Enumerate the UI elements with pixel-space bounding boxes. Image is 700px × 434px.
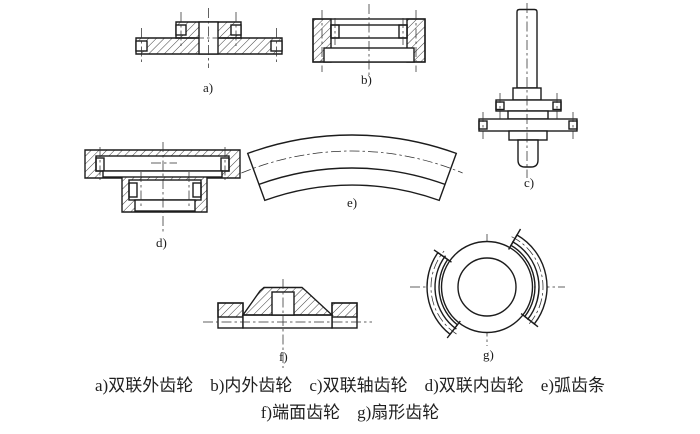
- figure-a-label: a): [203, 80, 213, 95]
- pitch-arc-centerline: [241, 150, 463, 174]
- web-plate: [242, 314, 333, 329]
- caption-item-c: c)双联轴齿轮: [309, 376, 408, 395]
- caption-item-e: e)弧齿条: [540, 376, 605, 395]
- caption-line-2: f)端面齿轮 g)扇形齿轮: [261, 399, 440, 426]
- sector-end-mark: [433, 249, 452, 263]
- figure-c-label: c): [524, 175, 534, 190]
- upper-internal-ring: [95, 155, 230, 172]
- figure-d-double-internal-gear: d): [84, 142, 241, 250]
- figure-a-double-external-gear: a): [135, 8, 283, 95]
- lower-gear-disc: [478, 118, 578, 132]
- sector-end-mark: [507, 228, 522, 250]
- inner-ledge: [102, 170, 223, 178]
- internal-tooth: [192, 182, 202, 198]
- lower-hub: [508, 130, 548, 141]
- right-sector-root-arc: [511, 240, 540, 321]
- figure-f-label: f): [279, 349, 288, 364]
- sector-end-mark: [446, 320, 461, 339]
- figure-caption: a)双联外齿轮 b)内外齿轮 c)双联轴齿轮 d)双联内齿轮 e)弧齿条 f)端…: [0, 372, 700, 426]
- caption-item-b: b)内外齿轮: [210, 376, 293, 395]
- left-rim-section: [217, 302, 244, 318]
- figure-c-double-shaft-gear: c): [478, 3, 578, 190]
- right-sector-pitch-arc: [511, 236, 544, 325]
- lower-shaft: [517, 139, 539, 168]
- spacer-hub: [507, 110, 549, 120]
- caption-line-1: a)双联外齿轮 b)内外齿轮 c)双联轴齿轮 d)双联内齿轮 e)弧齿条: [95, 372, 605, 399]
- caption-item-d: d)双联内齿轮: [424, 376, 524, 395]
- figure-g-sector-gear: g): [410, 228, 565, 362]
- bottom-ledge: [134, 199, 196, 212]
- left-sector-pitch-arc: [430, 250, 457, 335]
- sector-end-mark: [520, 313, 539, 328]
- lower-internal-ring: [128, 179, 202, 201]
- gear-inner-circle: [457, 257, 517, 317]
- figure-f-face-gear: f): [203, 279, 372, 368]
- figure-e-label: e): [347, 195, 357, 210]
- caption-item-a: a)双联外齿轮: [95, 376, 194, 395]
- internal-tooth: [128, 182, 138, 198]
- figure-e-arc-rack: e): [241, 134, 463, 210]
- figure-b-internal-external-gear: b): [312, 4, 426, 87]
- figure-d-label: d): [156, 235, 167, 250]
- caption-item-f: f)端面齿轮: [260, 403, 341, 422]
- upper-gear-disc: [495, 99, 562, 112]
- caption-item-g: g)扇形齿轮: [357, 403, 440, 422]
- gear-outer-circle: [440, 240, 534, 334]
- tooth-root-arc: [258, 167, 446, 186]
- right-rim-section: [331, 302, 358, 318]
- figure-b-label: b): [361, 72, 372, 87]
- figure-g-label: g): [483, 347, 494, 362]
- left-sector-root-arc: [434, 255, 457, 330]
